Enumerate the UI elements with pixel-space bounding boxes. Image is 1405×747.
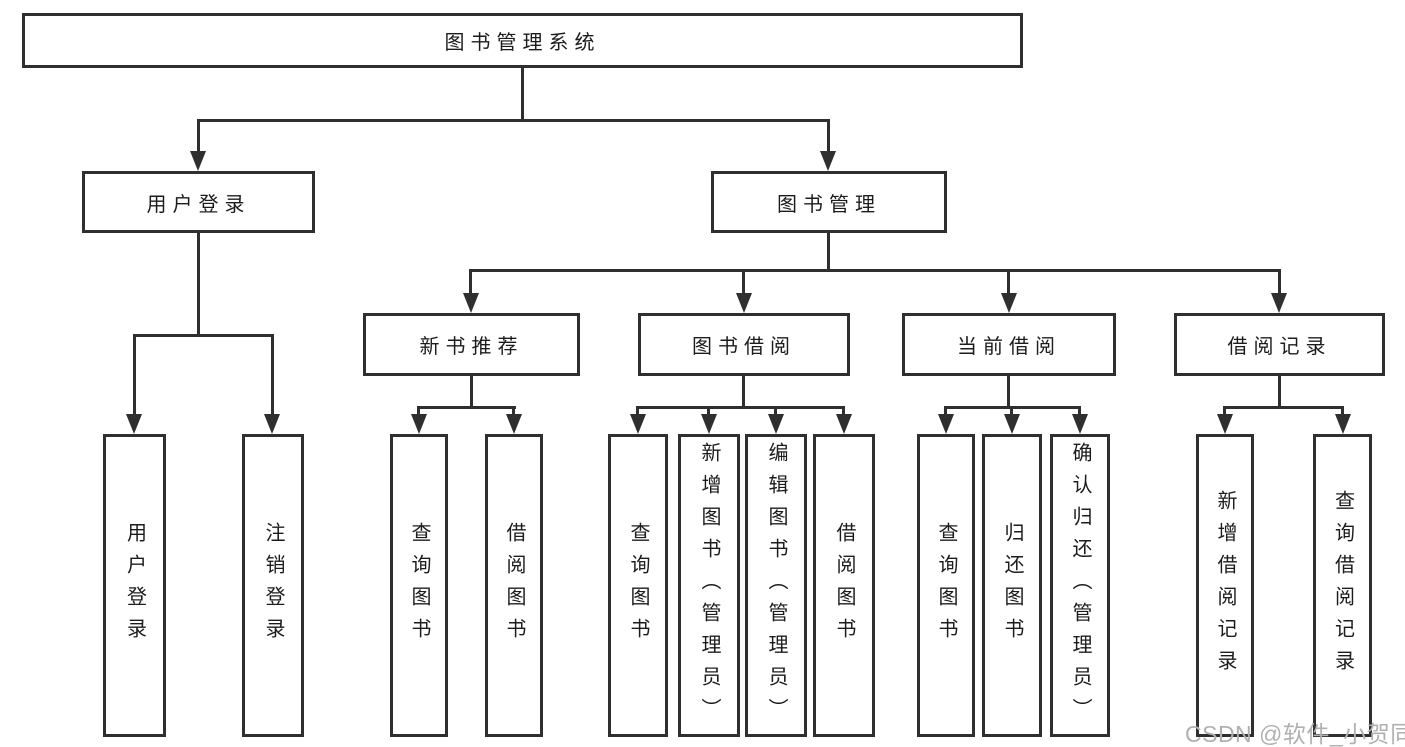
connector-drop — [512, 406, 515, 416]
leaf-borrow-books-recommend: 借阅图书 — [485, 434, 543, 737]
connector-drop-borrowing-records — [1278, 269, 1281, 295]
connector-book-borrowing-bar — [636, 406, 845, 409]
node-label: 图书管理 — [777, 193, 881, 216]
node-book-borrowing: 图书借阅 — [638, 313, 850, 376]
connector-current-borrowing-stem — [1007, 376, 1010, 408]
arrowhead-down-icon — [264, 414, 280, 434]
leaf-query-books-borrowing: 查询图书 — [608, 434, 668, 737]
leaf-label: 查询图书 — [935, 521, 957, 650]
connector-drop — [1223, 406, 1226, 416]
connector-drop — [944, 406, 947, 416]
leaf-query-books-recommend: 查询图书 — [390, 434, 448, 737]
arrowhead-down-icon — [1072, 414, 1088, 434]
connector-drop — [774, 406, 777, 416]
node-book-management: 图书管理 — [711, 171, 947, 233]
watermark-text: CSDN @软件_小贺同学 — [1185, 721, 1405, 747]
leaf-label: 注销登录 — [262, 521, 284, 650]
connector-drop-new-book — [469, 269, 472, 295]
leaf-user-login: 用户登录 — [103, 434, 166, 737]
leaf-label: 借阅图书 — [503, 521, 525, 650]
leaf-label: 新增借阅记录 — [1214, 489, 1236, 682]
connector-drop-book-management — [827, 119, 830, 153]
connector-new-book-stem — [470, 376, 473, 408]
node-label: 图书管理系统 — [444, 32, 601, 54]
connector-root-stem — [521, 68, 524, 120]
connector-drop — [636, 406, 639, 416]
leaf-logout: 注销登录 — [242, 434, 304, 737]
leaf-label: 用户登录 — [123, 521, 146, 650]
node-label: 新书推荐 — [419, 336, 524, 358]
connector-borrowing-records-stem — [1278, 376, 1281, 408]
node-label: 用户登录 — [146, 193, 251, 216]
node-label: 借阅记录 — [1227, 336, 1332, 358]
arrowhead-down-icon — [463, 293, 479, 313]
leaf-add-borrow-record: 新增借阅记录 — [1196, 434, 1254, 737]
connector-borrowing-records-bar — [1223, 406, 1344, 409]
connector-root-bar — [197, 119, 830, 122]
connector-book-mgmt-bar — [469, 269, 1281, 272]
connector-new-book-bar — [417, 406, 516, 409]
connector-drop-user-login — [197, 119, 200, 153]
arrowhead-down-icon — [190, 151, 206, 171]
arrowhead-down-icon — [820, 151, 836, 171]
connector-drop-leaf-logout — [271, 334, 274, 416]
node-user-login: 用户登录 — [82, 171, 315, 233]
arrowhead-down-icon — [736, 293, 752, 313]
leaf-label: 查询图书 — [627, 521, 649, 650]
arrowhead-down-icon — [836, 414, 852, 434]
arrowhead-down-icon — [506, 414, 522, 434]
connector-drop — [842, 406, 845, 416]
leaf-add-book-admin: 新增图书（管理员） — [678, 434, 740, 737]
leaf-return-books: 归还图书 — [982, 434, 1042, 737]
arrowhead-down-icon — [1271, 293, 1287, 313]
connector-drop-current-borrowing — [1007, 269, 1010, 295]
node-label: 当前借阅 — [957, 336, 1061, 358]
connector-drop — [1341, 406, 1344, 416]
arrowhead-down-icon — [1335, 414, 1351, 434]
arrowhead-down-icon — [1004, 414, 1020, 434]
leaf-label: 编辑图书（管理员） — [765, 441, 787, 730]
node-current-borrowing: 当前借阅 — [902, 313, 1116, 376]
leaf-label: 归还图书 — [1001, 521, 1023, 650]
connector-drop-book-borrowing — [742, 269, 745, 295]
connector-book-mgmt-stem — [827, 233, 830, 272]
node-new-book-recommend: 新书推荐 — [363, 313, 580, 376]
leaf-query-books-current: 查询图书 — [917, 434, 975, 737]
leaf-label: 新增图书（管理员） — [698, 441, 720, 730]
leaf-label: 查询借阅记录 — [1331, 489, 1354, 682]
connector-user-login-bar — [133, 334, 274, 337]
arrowhead-down-icon — [1217, 414, 1233, 434]
node-root-library-system: 图书管理系统 — [22, 13, 1023, 68]
arrowhead-down-icon — [701, 414, 717, 434]
arrowhead-down-icon — [768, 414, 784, 434]
node-label: 图书借阅 — [692, 336, 796, 358]
leaf-edit-book-admin: 编辑图书（管理员） — [745, 434, 807, 737]
arrowhead-down-icon — [630, 414, 646, 434]
connector-drop — [1010, 406, 1013, 416]
connector-user-login-stem — [197, 233, 200, 336]
leaf-query-borrow-record: 查询借阅记录 — [1313, 434, 1372, 737]
arrowhead-down-icon — [411, 414, 427, 434]
leaf-label: 确认归还（管理员） — [1069, 441, 1091, 730]
connector-drop — [417, 406, 420, 416]
leaf-label: 借阅图书 — [833, 521, 855, 650]
leaf-label: 查询图书 — [408, 521, 430, 650]
arrowhead-down-icon — [1001, 293, 1017, 313]
connector-drop — [707, 406, 710, 416]
connector-drop-leaf-user-login — [133, 334, 136, 416]
node-borrowing-records: 借阅记录 — [1174, 313, 1385, 376]
connector-book-borrowing-stem — [742, 376, 745, 408]
leaf-borrow-books-borrowing: 借阅图书 — [813, 434, 875, 737]
arrowhead-down-icon — [938, 414, 954, 434]
leaf-confirm-return-admin: 确认归还（管理员） — [1050, 434, 1110, 737]
arrowhead-down-icon — [126, 414, 142, 434]
connector-drop — [1078, 406, 1081, 416]
